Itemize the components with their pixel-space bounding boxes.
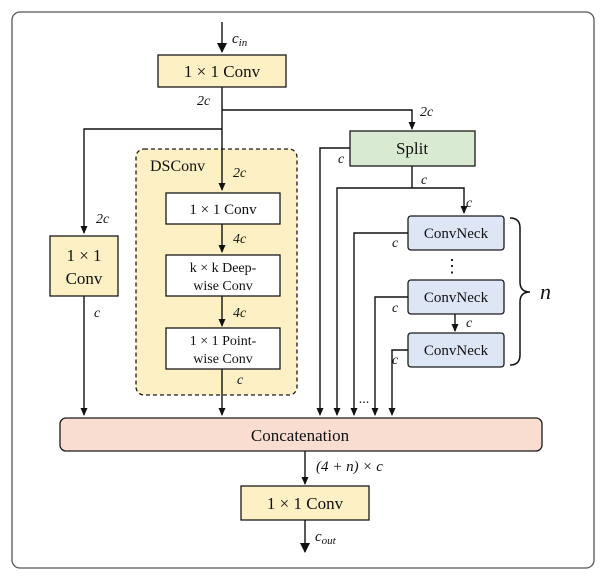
split-box <box>349 130 476 167</box>
vertical-dots: ⋮ <box>443 256 461 276</box>
convneck-label-3: ConvNeck <box>424 343 489 359</box>
ds-deepwise-label-1: k × k Deep- <box>190 261 257 276</box>
convneck-label-2: ConvNeck <box>424 290 489 306</box>
label-c-split-left: c <box>338 152 345 167</box>
conv-left-box <box>49 235 119 297</box>
label-2c-top: 2c <box>197 94 211 109</box>
concat-box <box>59 417 543 452</box>
conv-top-box <box>157 54 287 88</box>
label-after-concat: (4 + n) × c <box>316 459 383 475</box>
conv-bottom-box <box>240 485 370 521</box>
split-to-neck1-wire <box>412 187 468 214</box>
ds-conv1-label: 1 × 1 Conv <box>189 202 257 218</box>
horizontal-dots: ... <box>359 392 370 407</box>
neck2-out-wire <box>371 296 408 416</box>
conv-bottom-label: 1 × 1 Conv <box>267 494 344 513</box>
ds-pointwise-box <box>165 327 281 370</box>
label-c-left-out: c <box>94 306 101 321</box>
ds-pointwise-label-2: wise Conv <box>193 352 253 367</box>
convneck-label-1: ConvNeck <box>424 226 489 242</box>
conv-top-label: 1 × 1 Conv <box>184 62 261 81</box>
convneck-box-3 <box>407 332 505 368</box>
label-c-neck-mid: c <box>466 316 473 331</box>
label-2c-right: 2c <box>420 105 434 120</box>
convneck-box-2 <box>407 279 505 315</box>
label-4c-2: 4c <box>233 306 247 321</box>
concat-label: Concatenation <box>251 426 350 445</box>
split-branch-wire <box>222 109 416 130</box>
ds-pointwise-label-1: 1 × 1 Point- <box>190 334 257 349</box>
label-2c-left: 2c <box>96 212 110 227</box>
ds-deepwise-label-2: wise Conv <box>193 279 253 294</box>
label-c-in: cin <box>232 31 248 49</box>
ds-deepwise-box <box>165 254 281 297</box>
convneck-box-1 <box>407 215 505 251</box>
label-c-neck3-out: c <box>392 353 399 368</box>
label-c-split-down: c <box>421 173 428 188</box>
label-c-neck1-out: c <box>392 236 399 251</box>
split-to-concat-wire <box>333 187 412 416</box>
label-c-neck2-out: c <box>392 301 399 316</box>
left-branch-wire <box>80 128 222 234</box>
conv-left-label-1: 1 × 1 <box>66 246 101 265</box>
label-2c-ds: 2c <box>233 166 247 181</box>
conv-left-label-2: Conv <box>66 269 103 288</box>
label-c-neck1: c <box>466 196 473 211</box>
label-c-out: cout <box>315 529 337 547</box>
neck3-out-wire <box>388 349 408 416</box>
brace <box>509 217 531 366</box>
split-left-wire <box>316 147 350 416</box>
label-4c-1: 4c <box>233 232 247 247</box>
ds-conv1-box <box>165 192 281 225</box>
label-c-ds-out: c <box>237 373 244 388</box>
dsconv-title: DSConv <box>150 158 205 175</box>
neck1-out-wire <box>350 232 408 416</box>
label-brace-n: n <box>540 279 551 304</box>
split-label: Split <box>396 139 428 158</box>
